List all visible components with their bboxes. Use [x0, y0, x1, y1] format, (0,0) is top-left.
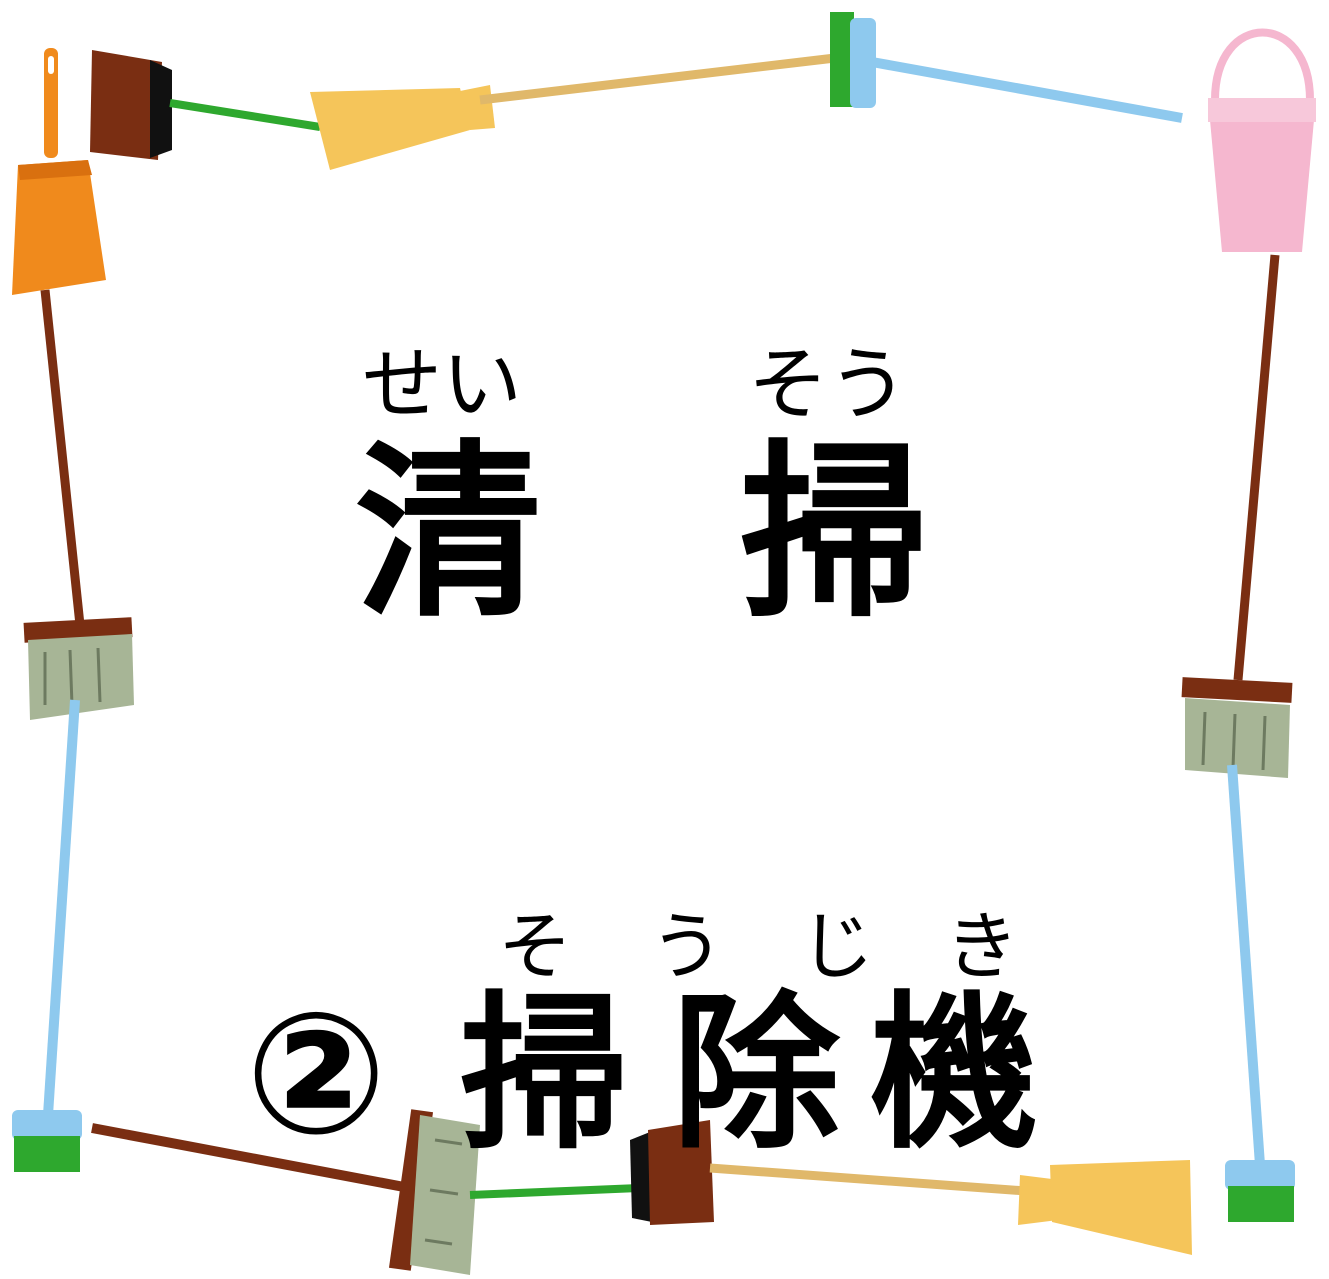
item-kanji-ki: 機 [870, 976, 1038, 1172]
straw-broom-bottom-icon [709, 1160, 1192, 1255]
item-ruby-u: う [650, 904, 724, 990]
item-ruby-ki: き [945, 904, 1019, 990]
item-kanji-sou: 掃 [460, 976, 628, 1172]
straw-broom-icon [310, 53, 836, 170]
push-broom-bottom-icon [91, 1109, 480, 1275]
floor-brush-right-icon [1225, 764, 1295, 1222]
item-ruby-so: そ [498, 904, 572, 990]
hand-brush-bottom-icon [469, 1120, 714, 1225]
dustpan-icon [12, 48, 106, 295]
push-broom-icon [23, 289, 134, 720]
title-ruby-sou: そう [748, 338, 908, 431]
item-kanji-jo: 除 [672, 976, 840, 1172]
push-broom-right-icon [1181, 254, 1293, 778]
title-kanji-sei: 清 [355, 424, 543, 643]
hand-brush-icon [90, 50, 321, 160]
floor-brush-icon [12, 699, 82, 1172]
item-ruby-ji: じ [800, 904, 874, 990]
title-kanji-sou: 掃 [740, 424, 928, 643]
bucket-icon [1208, 28, 1316, 252]
deck-brush-icon [830, 12, 1183, 123]
item-number: ② [245, 976, 388, 1172]
title-ruby-sei: せい [362, 338, 522, 431]
